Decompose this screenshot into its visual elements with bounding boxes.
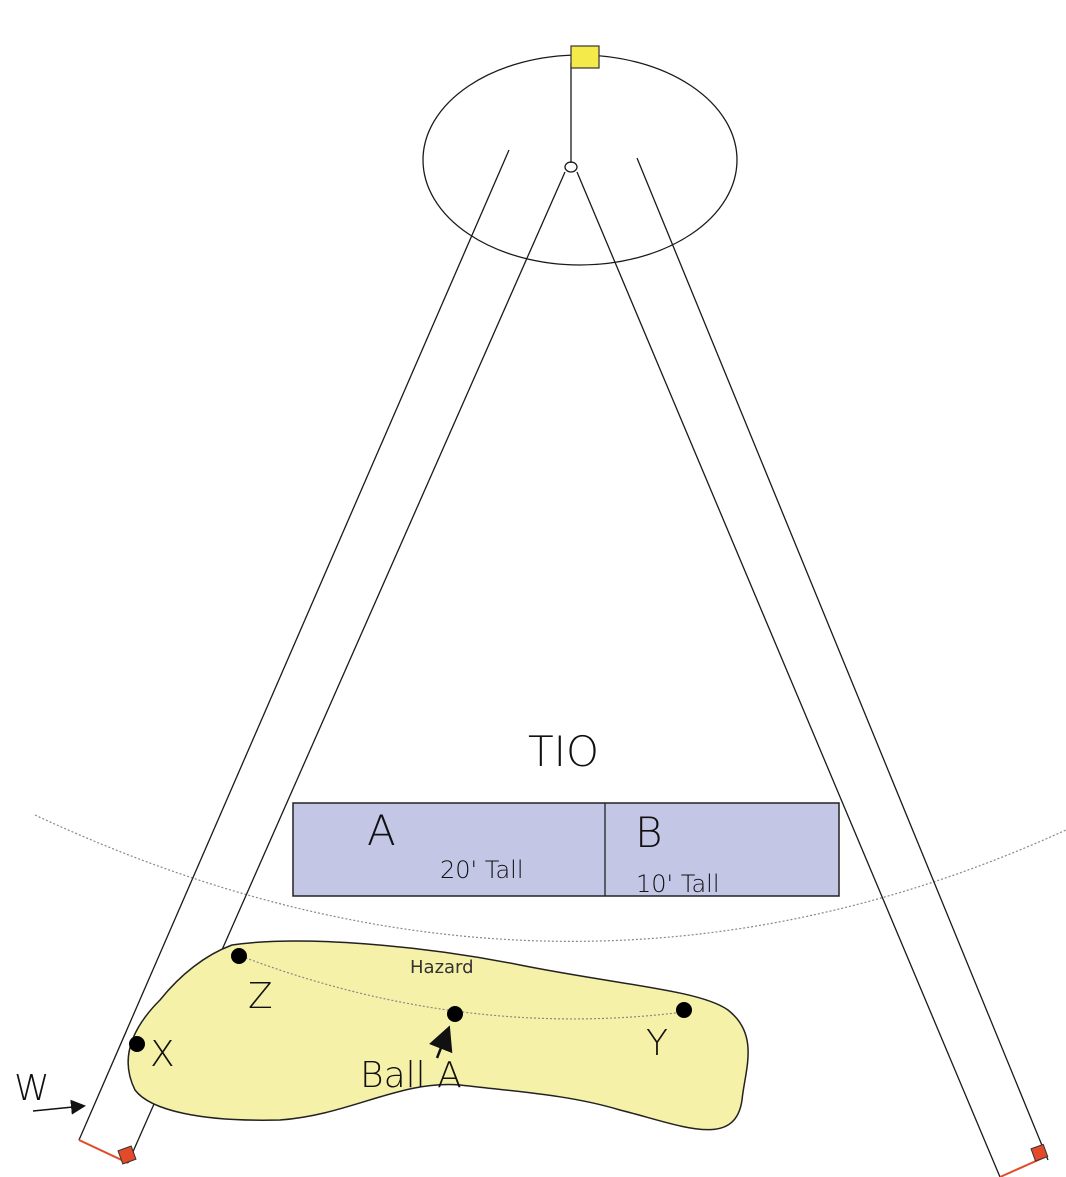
zone-a-height-label: 20' Tall <box>440 856 524 884</box>
point-z-label: Z <box>248 976 273 1017</box>
point-x-label: X <box>150 1034 175 1075</box>
point-y-dot <box>676 1002 692 1018</box>
right-boundary-marker <box>1030 1143 1049 1162</box>
w-arrow <box>32 1099 86 1115</box>
point-y-label: Y <box>646 1023 668 1064</box>
flag <box>570 45 600 69</box>
equidistant-arc <box>34 814 1066 942</box>
hazard-arc <box>237 954 685 1020</box>
ball-a-dot <box>447 1006 463 1022</box>
tio-label: TIO <box>528 727 599 776</box>
ball-a-arrow <box>429 1025 453 1059</box>
left-boundary-stub <box>78 1139 129 1164</box>
obstruction-box <box>292 802 840 897</box>
zone-b-height-label: 10' Tall <box>636 870 720 898</box>
zone-b-label: B <box>635 808 663 857</box>
hole <box>564 161 578 173</box>
point-z-dot <box>231 948 247 964</box>
w-marker-label: W <box>14 1068 50 1109</box>
right-corridor <box>576 157 1049 1177</box>
zone-a-label: A <box>367 806 396 855</box>
hazard-label: Hazard <box>410 957 474 978</box>
point-x-dot <box>129 1036 145 1052</box>
left-boundary-marker <box>117 1145 137 1165</box>
green-circle <box>422 54 738 266</box>
ball-a-label: Ball A <box>360 1055 462 1096</box>
